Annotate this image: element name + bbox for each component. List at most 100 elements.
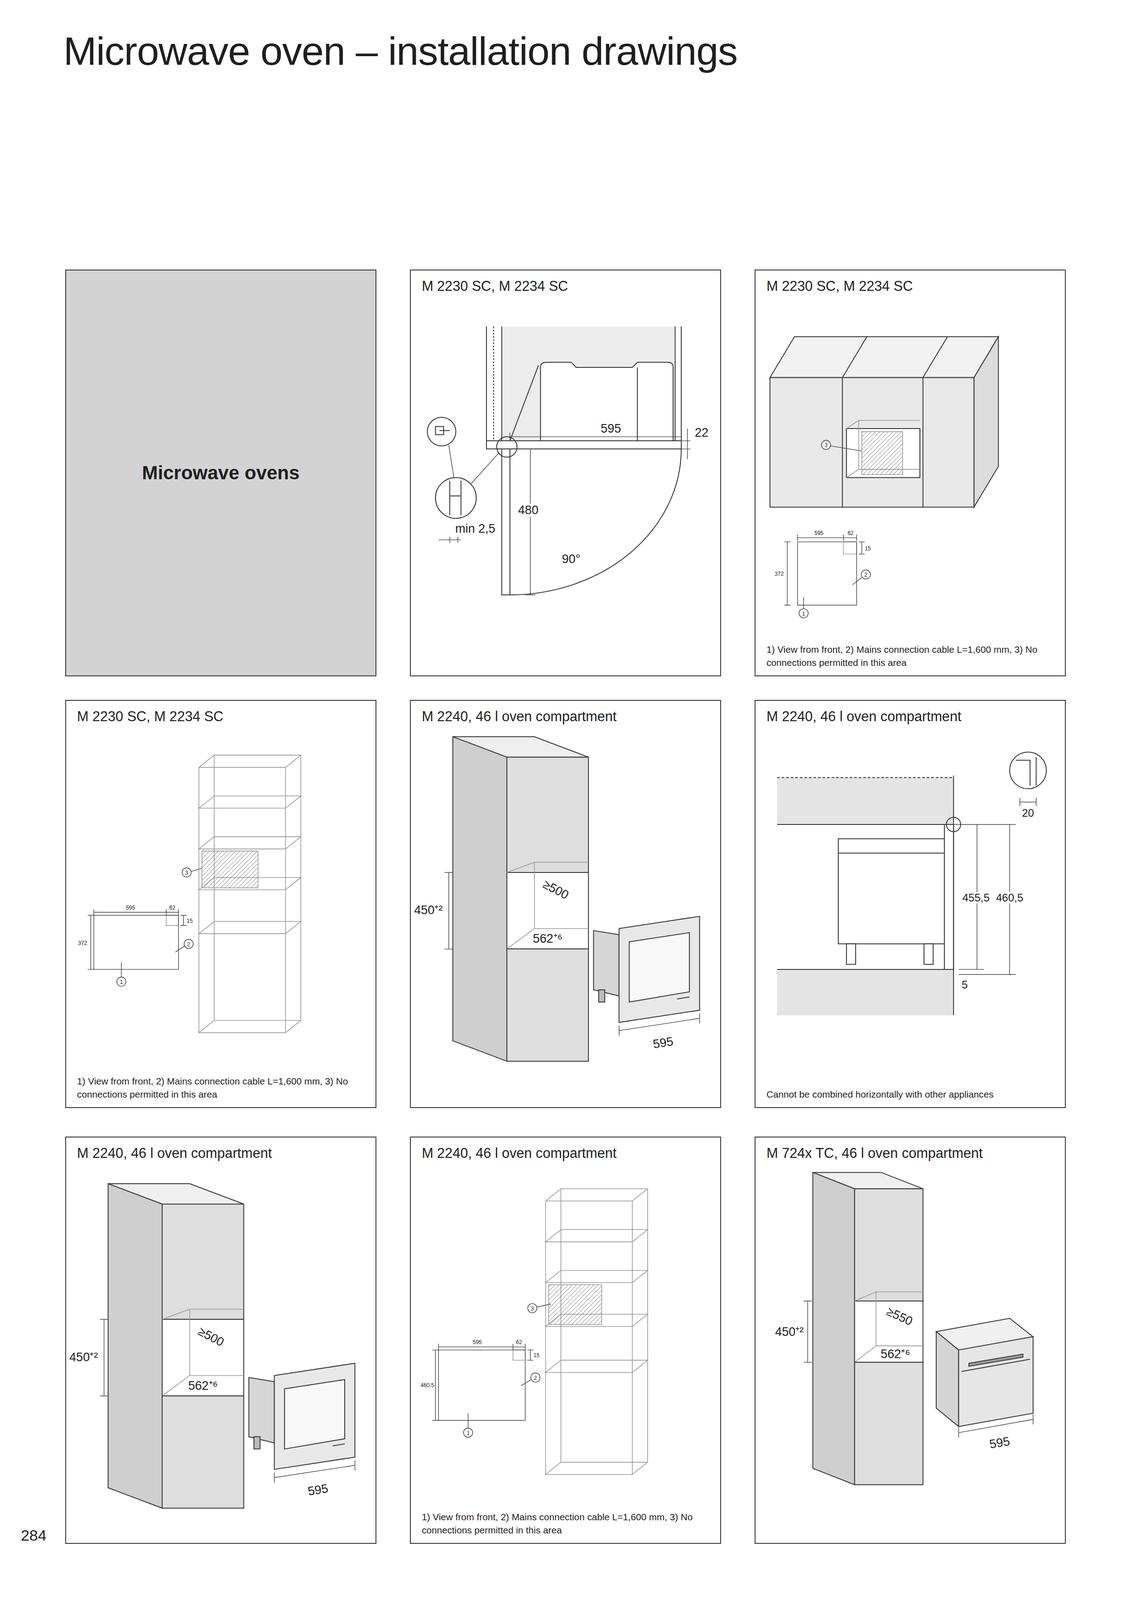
label-holder: 595: [471, 1337, 483, 1346]
niche-interior: [846, 420, 920, 478]
page-number: 284: [19, 1527, 48, 1544]
appliance-detail: [838, 852, 945, 854]
niche-interior: [854, 1291, 924, 1363]
label-holder: 595: [650, 1034, 675, 1051]
leader-line: [536, 1304, 551, 1308]
cabinet-front-upper: [854, 1188, 924, 1301]
label-holder: 20: [1020, 807, 1035, 819]
label-holder: 284: [19, 1527, 48, 1544]
niche-opening: [854, 1300, 924, 1363]
panel-heading: M 2240, 46 l oven compartment: [755, 700, 1065, 725]
microwave-front: [619, 916, 700, 1023]
open-door: [501, 448, 511, 595]
cabinet-walls: [486, 326, 682, 449]
detail-circle: [435, 477, 477, 519]
label-holder: min 2,5: [454, 522, 497, 535]
label-holder: 460.5: [419, 1380, 435, 1389]
cabinet-side: [973, 336, 999, 507]
panel-heading: M 2240, 46 l oven compartment: [410, 1137, 721, 1162]
cabinet-front: [770, 377, 974, 507]
no-connection-area: [548, 1284, 602, 1325]
appliance-foot: [924, 943, 934, 965]
cabinet-interior: [501, 326, 676, 441]
dimension-label: 595: [125, 904, 136, 911]
dimension-lines: [784, 534, 865, 605]
dimension-lines: [803, 1300, 812, 1363]
callout-circle: [530, 1372, 540, 1382]
dimension-label: 450⁺²: [68, 1350, 99, 1364]
appliance-body: [838, 838, 945, 944]
niche-isometric-copy: [100, 1183, 356, 1508]
label-holder: 15: [185, 916, 194, 925]
label-holder: 450⁺²: [413, 903, 444, 917]
detail-circle: [427, 417, 456, 446]
leader-line: [191, 868, 203, 872]
drawing-panel: M 2230 SC, M 2234 SC 1) View from front, …: [65, 699, 377, 1108]
dimension-lines: [1020, 797, 1037, 806]
hidden-edge: [777, 776, 954, 778]
leader-line: [467, 1413, 469, 1429]
label-holder: 562⁺⁶: [879, 1347, 911, 1361]
callout-number: 2: [863, 572, 869, 578]
dimension-label: 595: [599, 422, 622, 435]
drawing-panel: M 2240, 46 l oven compartment 1) View fro…: [409, 1136, 722, 1544]
callout-circle: [821, 440, 831, 450]
label-holder: 595: [125, 903, 136, 912]
cabinet-wireframe: [545, 1188, 648, 1475]
label-holder: 1: [119, 977, 125, 986]
leader-line: [830, 445, 862, 451]
label-holder: 562⁺⁶: [532, 932, 564, 945]
panel-heading: M 2230 SC, M 2234 SC: [66, 700, 376, 725]
cabinet-edges: [777, 775, 954, 1016]
dimension-label: 460.5: [419, 1382, 435, 1389]
label-holder: 562⁺⁶: [187, 1379, 219, 1392]
niche-opening: [506, 872, 589, 949]
label-holder: 62: [168, 903, 177, 912]
panel-footnote: 1) View from front, 2) Mains connection …: [66, 1074, 376, 1107]
label-holder: 480: [517, 503, 540, 517]
dimension-label: 22: [693, 426, 710, 439]
label-holder: 455,5: [961, 892, 991, 904]
label-holder: 3: [529, 1304, 535, 1313]
detail-sketch: [449, 480, 462, 516]
label-holder: 2: [186, 939, 192, 949]
callout-number: 3: [529, 1305, 535, 1312]
cabinet-front-lower: [506, 948, 589, 1062]
page-title: Microwave oven – installation drawings: [63, 28, 738, 75]
niche-isometric: [803, 1172, 1034, 1485]
door-swing-arc: [510, 448, 682, 595]
label-holder: 62: [514, 1337, 523, 1346]
connection-area: [843, 541, 857, 554]
label-holder: 15: [863, 543, 872, 553]
label-holder: 460,5: [995, 892, 1025, 904]
detail-sketch: [435, 426, 450, 435]
callout-number: 3: [184, 870, 190, 876]
dimension-label: 562⁺⁶: [532, 932, 564, 945]
microwave-side-view: [427, 326, 691, 595]
label-holder: 15: [532, 1350, 541, 1359]
appliance-foot: [846, 943, 856, 965]
callout-number: 1: [465, 1430, 471, 1437]
label-holder: 1: [465, 1428, 471, 1437]
cabinet-dividers: [842, 336, 948, 507]
no-connection-area: [202, 851, 259, 888]
oven-side-section: [777, 751, 1047, 1016]
label-holder: 1: [801, 609, 807, 618]
panel-heading: Microwave ovens: [142, 461, 300, 485]
drawing-panel: M 2230 SC, M 2234 SC: [409, 269, 722, 677]
callout-number: 1: [801, 611, 807, 617]
dimension-label: 15: [863, 545, 872, 552]
door-handle: [968, 1353, 1023, 1367]
leader-line: [803, 596, 804, 609]
tall-cabinet-wireframe: [87, 755, 302, 1033]
callout-circle: [182, 867, 192, 877]
dimension-lines: [438, 428, 691, 595]
drawing-panel: M 2240, 46 l oven compartmentCannot be c…: [754, 699, 1066, 1108]
panel-footnote: 1) View from front, 2) Mains connection …: [410, 1510, 721, 1543]
dimension-label: 562⁺⁶: [187, 1379, 219, 1392]
dimension-lines: [87, 909, 187, 970]
cabinet-side: [452, 736, 507, 1061]
dimension-label: 595: [813, 530, 825, 537]
dimension-label: 20: [1020, 807, 1035, 819]
